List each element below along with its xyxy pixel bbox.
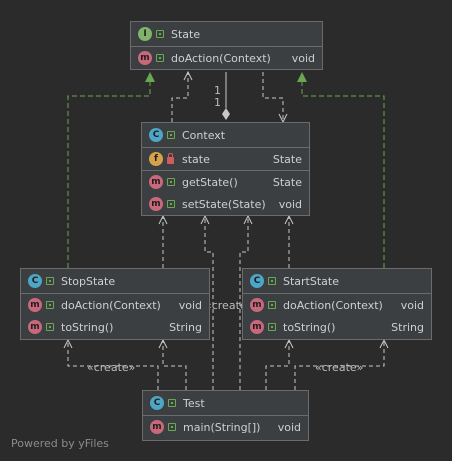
member-type: State xyxy=(272,152,302,166)
realization-stopstate-state xyxy=(67,72,151,268)
class-startstate[interactable]: C StartState m doAction(Context) void m … xyxy=(242,268,432,340)
member-type: String xyxy=(391,320,424,334)
public-visibility-icon xyxy=(46,323,54,331)
member-name: toString() xyxy=(283,320,336,334)
public-visibility-icon xyxy=(167,200,175,208)
method-icon: m xyxy=(250,298,264,312)
public-visibility-icon xyxy=(268,323,276,331)
class-state[interactable]: I State m doAction(Context) void xyxy=(130,21,323,70)
member-name: toString() xyxy=(61,320,114,334)
member-row[interactable]: m getState() State xyxy=(142,170,309,193)
create-test-stopstate-b xyxy=(162,340,187,390)
member-row[interactable]: m toString() String xyxy=(21,316,209,338)
create-label-right: «create» xyxy=(315,361,363,374)
method-icon: m xyxy=(149,197,163,211)
aggregation-diamond xyxy=(222,108,230,120)
class-stopstate-name: StopState xyxy=(61,274,116,288)
member-row[interactable]: m toString() String xyxy=(243,316,431,338)
public-visibility-icon xyxy=(168,423,176,431)
dependency-test-context-a xyxy=(204,216,214,390)
member-row[interactable]: f state State xyxy=(142,148,309,170)
public-visibility-icon xyxy=(46,301,54,309)
public-visibility-icon xyxy=(167,178,175,186)
member-type: void xyxy=(178,298,202,312)
member-type: void xyxy=(278,197,302,211)
method-icon: m xyxy=(138,51,152,65)
class-context[interactable]: C Context f state State m getState() Sta… xyxy=(141,122,310,216)
member-name: setState(State) xyxy=(182,197,266,211)
class-icon: C xyxy=(28,274,42,288)
realization-arrow-stopstate xyxy=(145,72,155,82)
public-visibility-icon xyxy=(268,301,276,309)
field-icon: f xyxy=(149,152,163,166)
powered-by-label: Powered by yFiles xyxy=(11,437,109,450)
realization-startstate-state xyxy=(301,72,385,268)
create-label-middle: «create» xyxy=(205,299,253,312)
public-visibility-icon xyxy=(156,54,164,62)
method-icon: m xyxy=(28,298,42,312)
method-icon: m xyxy=(149,175,163,189)
class-icon: C xyxy=(149,128,163,142)
member-row[interactable]: m doAction(Context) void xyxy=(243,294,431,316)
public-visibility-icon xyxy=(167,131,175,139)
public-visibility-icon xyxy=(268,277,276,285)
class-context-header[interactable]: C Context xyxy=(142,123,309,148)
class-stopstate[interactable]: C StopState m doAction(Context) void m t… xyxy=(20,268,210,340)
member-row[interactable]: m main(String[]) void xyxy=(143,416,308,438)
public-visibility-icon xyxy=(168,399,176,407)
class-test-name: Test xyxy=(183,396,205,410)
member-name: main(String[]) xyxy=(183,420,261,434)
class-state-header[interactable]: I State xyxy=(131,22,322,47)
multiplicity-bottom: 1 xyxy=(214,96,221,109)
dependency-state-context xyxy=(262,72,284,122)
member-row[interactable]: m doAction(Context) void xyxy=(131,47,322,69)
member-name: doAction(Context) xyxy=(61,298,161,312)
class-state-name: State xyxy=(171,27,201,41)
create-test-startstate-b xyxy=(294,340,385,390)
member-row[interactable]: m setState(State) void xyxy=(142,193,309,215)
member-name: state xyxy=(182,152,210,166)
member-type: State xyxy=(272,175,302,189)
member-type: void xyxy=(277,420,301,434)
class-startstate-name: StartState xyxy=(283,274,339,288)
multiplicity-top: 1 xyxy=(214,84,221,97)
class-context-name: Context xyxy=(182,128,226,142)
class-stopstate-header[interactable]: C StopState xyxy=(21,269,209,294)
class-test[interactable]: C Test m main(String[]) void xyxy=(142,390,309,441)
create-test-startstate-a xyxy=(265,340,290,390)
dependency-test-context-b xyxy=(239,216,249,390)
method-icon: m xyxy=(150,420,164,434)
class-test-header[interactable]: C Test xyxy=(143,391,308,416)
method-icon: m xyxy=(250,320,264,334)
class-icon: C xyxy=(250,274,264,288)
public-visibility-icon xyxy=(156,30,164,38)
member-name: doAction(Context) xyxy=(171,51,271,65)
class-startstate-header[interactable]: C StartState xyxy=(243,269,431,294)
member-name: doAction(Context) xyxy=(283,298,383,312)
method-icon: m xyxy=(28,320,42,334)
interface-icon: I xyxy=(138,27,152,41)
member-row[interactable]: m doAction(Context) void xyxy=(21,294,209,316)
realization-arrow-startstate xyxy=(297,72,307,82)
member-name: getState() xyxy=(182,175,238,189)
member-type: String xyxy=(169,320,202,334)
member-type: void xyxy=(400,298,424,312)
member-type: void xyxy=(291,51,315,65)
dependency-context-state xyxy=(171,72,189,122)
create-label-left: «create» xyxy=(87,361,135,374)
create-test-stopstate-a xyxy=(67,340,159,390)
class-icon: C xyxy=(150,396,164,410)
public-visibility-icon xyxy=(46,277,54,285)
private-lock-icon xyxy=(167,152,174,164)
